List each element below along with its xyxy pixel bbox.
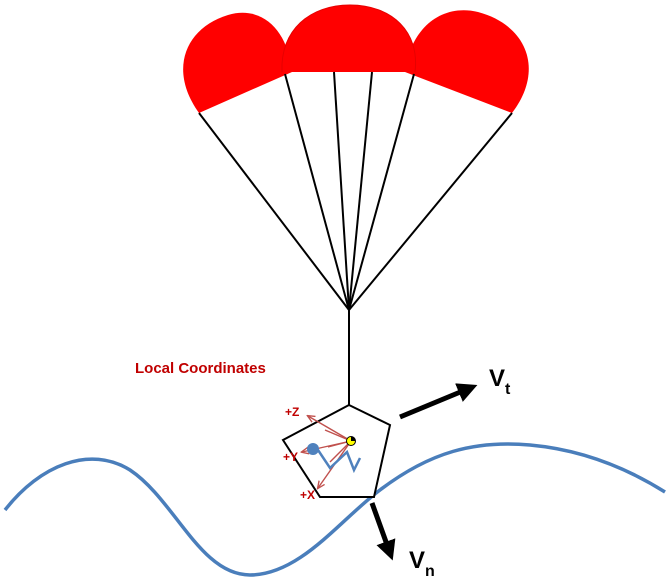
canopy-lobe-right	[405, 10, 529, 114]
canopy-overlap-edges	[281, 4, 417, 73]
tangential-velocity-symbol: V	[489, 365, 505, 392]
tangential-velocity-arrow	[399, 383, 478, 420]
z-axis-label: +Z	[285, 405, 299, 419]
local-coordinates-label: Local Coordinates	[135, 360, 266, 377]
payload-capsule	[281, 403, 392, 498]
canopy-lobe-left	[183, 12, 292, 113]
y-axis-label: +Y	[283, 450, 298, 464]
normal-velocity-symbol: V	[409, 547, 425, 574]
origin-marker	[346, 436, 356, 446]
body-reference-point	[307, 443, 319, 455]
x-axis-label: +X	[300, 488, 315, 502]
capsule-zigzag	[316, 449, 362, 474]
tangential-velocity-label: Vt	[489, 365, 511, 398]
suspension-lines	[198, 71, 513, 405]
terrain-wave	[3, 442, 666, 577]
normal-velocity-arrow	[369, 502, 396, 561]
canopy-lobe-center	[281, 5, 416, 72]
normal-velocity-subscript: n	[425, 563, 435, 580]
z-axis-arrow	[308, 416, 352, 442]
tangential-velocity-subscript: t	[505, 381, 511, 398]
parachute-canopy	[183, 5, 529, 114]
normal-velocity-label: Vn	[409, 547, 435, 580]
